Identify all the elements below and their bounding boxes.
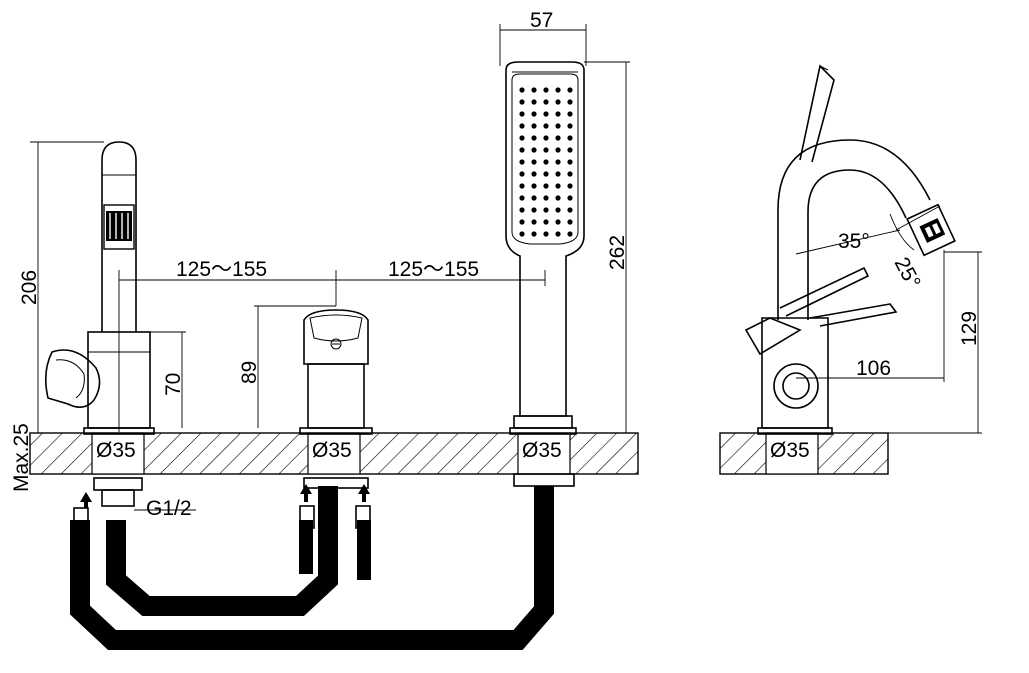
svg-text:70: 70 bbox=[162, 373, 185, 396]
hose-long-label: 2000mm bbox=[206, 631, 245, 642]
dim-89: 89 bbox=[238, 305, 336, 428]
angle-down-label: 25° bbox=[890, 254, 925, 293]
hole-2-label: Ø35 bbox=[312, 439, 352, 462]
svg-text:Max.25: Max.25 bbox=[10, 423, 33, 492]
side-view-faucet bbox=[744, 64, 956, 435]
dim-57: 57 bbox=[499, 9, 587, 66]
spacing-left-label: 125～155 bbox=[176, 258, 267, 281]
mixer-valve bbox=[299, 309, 373, 435]
hose-short-label: 400mm bbox=[208, 598, 241, 609]
svg-text:206: 206 bbox=[18, 270, 41, 305]
dim-spacing: 125～155 125～155 bbox=[118, 258, 546, 432]
svg-text:129: 129 bbox=[958, 311, 981, 346]
angle-up-label: 35° bbox=[838, 230, 870, 253]
svg-text:89: 89 bbox=[238, 361, 261, 384]
svg-text:262: 262 bbox=[606, 235, 629, 270]
dim-262: 262 bbox=[584, 61, 630, 433]
svg-text:106: 106 bbox=[856, 357, 891, 380]
svg-text:57: 57 bbox=[530, 9, 553, 32]
dim-max25: Max.25 bbox=[10, 423, 80, 492]
hole-1-label: Ø35 bbox=[96, 439, 136, 462]
hoses bbox=[70, 473, 575, 650]
spacing-right-label: 125～155 bbox=[388, 258, 479, 281]
spout bbox=[44, 141, 155, 435]
hole-side-label: Ø35 bbox=[770, 439, 810, 462]
dim-106: 106 bbox=[796, 250, 945, 382]
thread-label: G1/2 bbox=[146, 497, 192, 520]
dim-angles: 35° 25° bbox=[795, 205, 941, 293]
dim-129: 129 bbox=[888, 251, 982, 434]
dim-70: 70 bbox=[150, 331, 186, 428]
hole-3-label: Ø35 bbox=[522, 439, 562, 462]
dim-206: 206 bbox=[18, 141, 104, 433]
hand-shower bbox=[505, 61, 585, 435]
deck-front bbox=[29, 432, 639, 475]
deck-side bbox=[719, 432, 889, 475]
